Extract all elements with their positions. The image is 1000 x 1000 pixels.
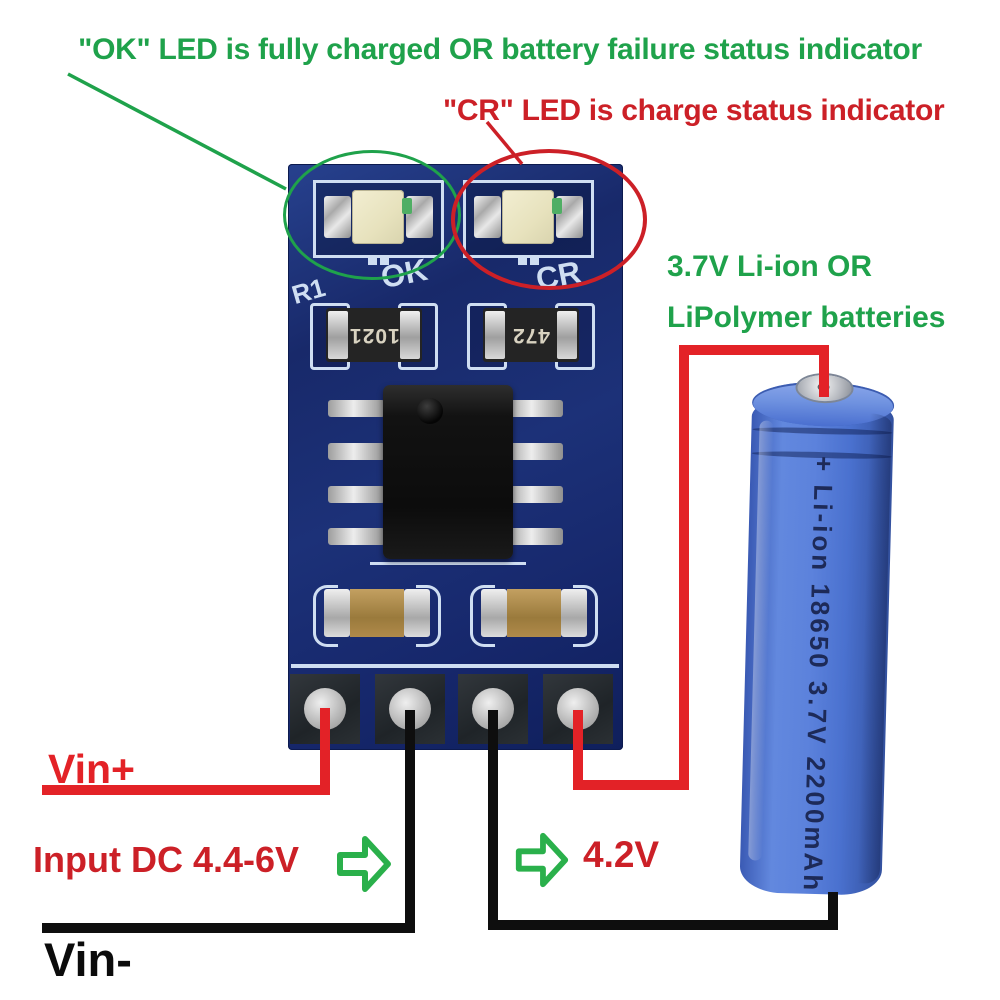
resistor-body: 472 <box>483 308 579 362</box>
silkscreen-line <box>370 562 526 565</box>
li-ion-battery: + Li-ion 18650 3.7V 2200mAh <box>739 374 895 896</box>
cr-led-annotation: "CR" LED is charge status indicator <box>443 94 945 127</box>
capacitor-terminal <box>324 589 350 637</box>
ic-pin <box>506 400 563 417</box>
capacitor-body <box>481 589 587 637</box>
battery-minus-wire <box>828 892 838 930</box>
capacitor <box>470 585 598 647</box>
battery-plus-wire <box>679 345 689 790</box>
right-arrow-icon <box>515 832 569 888</box>
silkscreen-bracket <box>313 585 338 647</box>
ic-pin <box>506 486 563 503</box>
silkscreen-line <box>291 664 619 668</box>
silkscreen-bracket <box>470 585 495 647</box>
capacitor <box>313 585 441 647</box>
vin-minus-label: Vin- <box>44 933 132 986</box>
vin-plus-wire <box>42 785 330 795</box>
battery-plus-wire <box>573 780 689 790</box>
resistor-value: 472 <box>511 324 551 347</box>
vin-plus-label: Vin+ <box>48 746 135 792</box>
ok-leader-line <box>67 72 287 191</box>
vin-plus-wire <box>320 708 330 795</box>
ok-led-annotation: "OK" LED is fully charged OR battery fai… <box>78 33 922 66</box>
charger-ic <box>383 385 513 559</box>
resistor-r2: 472 <box>467 303 595 370</box>
capacitor-terminal <box>404 589 430 637</box>
capacitor-terminal <box>561 589 587 637</box>
ic-pin <box>506 443 563 460</box>
input-dc-label: Input DC 4.4-6V <box>33 839 300 880</box>
ic-pin <box>328 443 385 460</box>
resistor-body: 1021 <box>326 308 422 362</box>
output-voltage-label: 4.2V <box>583 834 660 875</box>
right-arrow-icon <box>337 836 391 892</box>
resistor-r1: 1021 <box>310 303 438 370</box>
capacitor-body <box>324 589 430 637</box>
silkscreen-bracket <box>573 585 598 647</box>
pin1-marker <box>417 398 443 424</box>
battery-plus-wire <box>819 345 829 397</box>
battery-plus-wire <box>573 710 583 790</box>
capacitor-terminal <box>481 589 507 637</box>
battery-plus-wire <box>679 345 829 355</box>
ic-pin <box>506 528 563 545</box>
vin-minus-wire <box>42 923 415 933</box>
battery-minus-wire <box>488 920 838 930</box>
battery-minus-wire <box>488 710 498 930</box>
ic-pin <box>328 486 385 503</box>
ic-pin <box>328 400 385 417</box>
battery-caption-line2: LiPolymer batteries <box>667 301 946 334</box>
ic-pin <box>328 528 385 545</box>
cr-led-circle <box>451 149 647 290</box>
vin-minus-wire <box>405 710 415 933</box>
resistor-value: 1021 <box>348 324 400 347</box>
capacitor-ceramic <box>350 589 404 637</box>
ok-led-circle <box>283 150 461 280</box>
silkscreen-bracket <box>416 585 441 647</box>
battery-caption-line1: 3.7V Li-ion OR <box>667 250 873 283</box>
capacitor-ceramic <box>507 589 561 637</box>
